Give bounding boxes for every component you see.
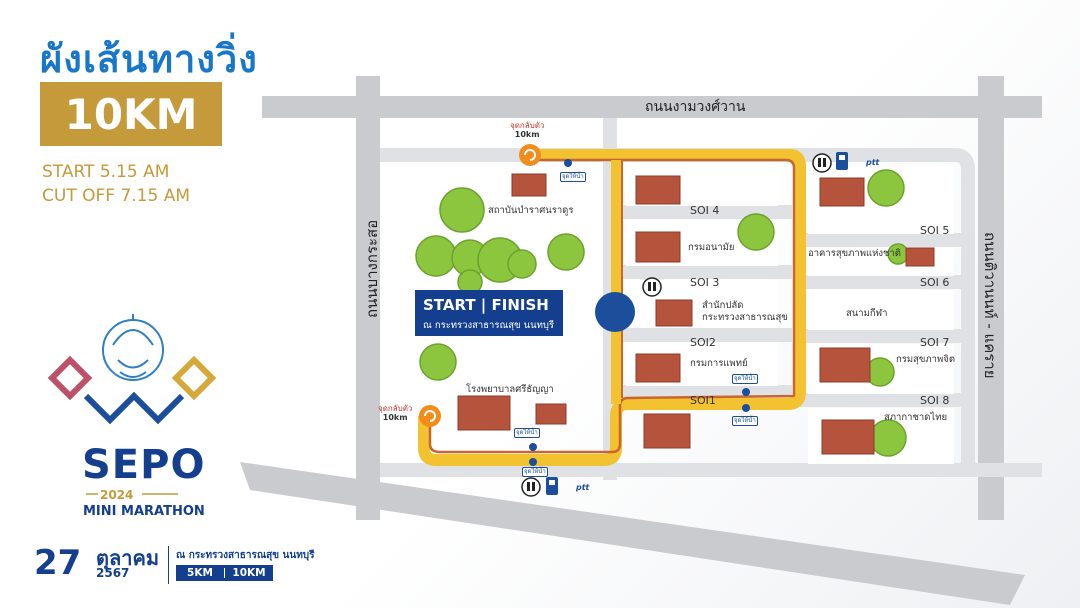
water-point-badge: จุดให้น้ำ [732, 374, 758, 384]
soi-7-label: SOI 7 [920, 336, 950, 349]
road-top-label: ถนนงามวงศ์วาน [645, 99, 746, 115]
soi-4-label: SOI 4 [690, 204, 720, 217]
road-right-label: ถนนติวานนท์ - แคราย [981, 232, 999, 379]
water-point-markers [529, 159, 750, 466]
building-label: สภากาชาดไทย [884, 412, 948, 423]
soi-3-label: SOI 3 [690, 276, 720, 289]
soi-5-label: SOI 5 [920, 224, 950, 237]
event-venue: ณ กระทรวงสาธารณสุข นนทบุรี [176, 550, 315, 561]
distance-badge: 10KM [40, 82, 222, 146]
building-label: สถาบันบำราศนราดูร [488, 205, 574, 216]
sepo-logo-mark [47, 355, 217, 425]
start-finish-callout: START | FINISH ณ กระทรวงสาธารณสุข นนทบุร… [415, 290, 563, 336]
turnaround-bottom-icon [419, 405, 441, 427]
logo-year: 2024 [100, 488, 134, 502]
building-label: กรมการแพทย์ [690, 358, 748, 369]
building-label: โรงพยาบาลศรีธัญญา [466, 384, 554, 395]
start-time: START 5.15 AM [42, 162, 170, 182]
water-point-badge: จุดให้น้ำ [522, 467, 548, 477]
start-finish-text: START | FINISH [423, 296, 549, 314]
turnaround-top-label: จุดกลับตัว 10km [510, 121, 545, 139]
logo-subtitle: MINI MARATHON [83, 504, 205, 519]
building-label: สนามกีฬา [846, 308, 888, 319]
date-divider [168, 546, 169, 584]
toilet-icon [521, 153, 832, 497]
distance-10km: 10KM [232, 567, 266, 579]
ptt-logo: ptt [866, 158, 880, 167]
soi-8-label: SOI 8 [920, 394, 950, 407]
building-label: กระทรวงสาธารณสุข [702, 312, 788, 323]
soi-6-label: SOI 6 [920, 276, 950, 289]
building-label: กรมอนามัย [688, 242, 735, 253]
building-label: อาคารสุขภาพแห่งชาติ [808, 248, 901, 259]
event-year: 2567 [96, 566, 130, 580]
water-point-badge: จุดให้น้ำ [560, 172, 586, 182]
road-left-label: ถนนบางกระสอ [363, 219, 381, 318]
page-title: ผังเส้นทางวิ่ง [40, 37, 258, 81]
event-month: ตุลาคม [96, 546, 160, 570]
garuda-emblem [102, 314, 164, 381]
trees [415, 169, 909, 457]
building-label: กรมสุขภาพจิต [896, 354, 956, 365]
distance-5km: 5KM [187, 567, 213, 579]
turnaround-bottom-label: จุดกลับตัว 10km [378, 404, 413, 422]
road-right [978, 76, 1004, 520]
distance-separator [224, 568, 225, 578]
building-label: สำนักปลัด [702, 300, 744, 311]
ptt-logo: ptt [576, 483, 590, 492]
start-finish-venue: ณ กระทรวงสาธารณสุข นนทบุรี [423, 320, 555, 331]
start-finish-marker [595, 292, 635, 332]
diagonal-road [240, 462, 1025, 605]
water-point-badge: จุดให้น้ำ [732, 416, 758, 426]
distance-options: 5KM 10KM [176, 565, 273, 581]
buildings [457, 173, 935, 455]
cutoff-time: CUT OFF 7.15 AM [42, 186, 190, 206]
route-inner [428, 158, 796, 454]
turnaround-top-icon [519, 144, 541, 166]
water-point-badge: จุดให้น้ำ [514, 428, 540, 438]
road-top [262, 96, 1042, 118]
logo-name: SEPO [82, 442, 206, 488]
soi-2-label: SOI2 [690, 336, 716, 349]
event-day: 27 [34, 543, 82, 583]
road-left [356, 76, 380, 520]
soi-1-label: SOI1 [690, 394, 716, 407]
